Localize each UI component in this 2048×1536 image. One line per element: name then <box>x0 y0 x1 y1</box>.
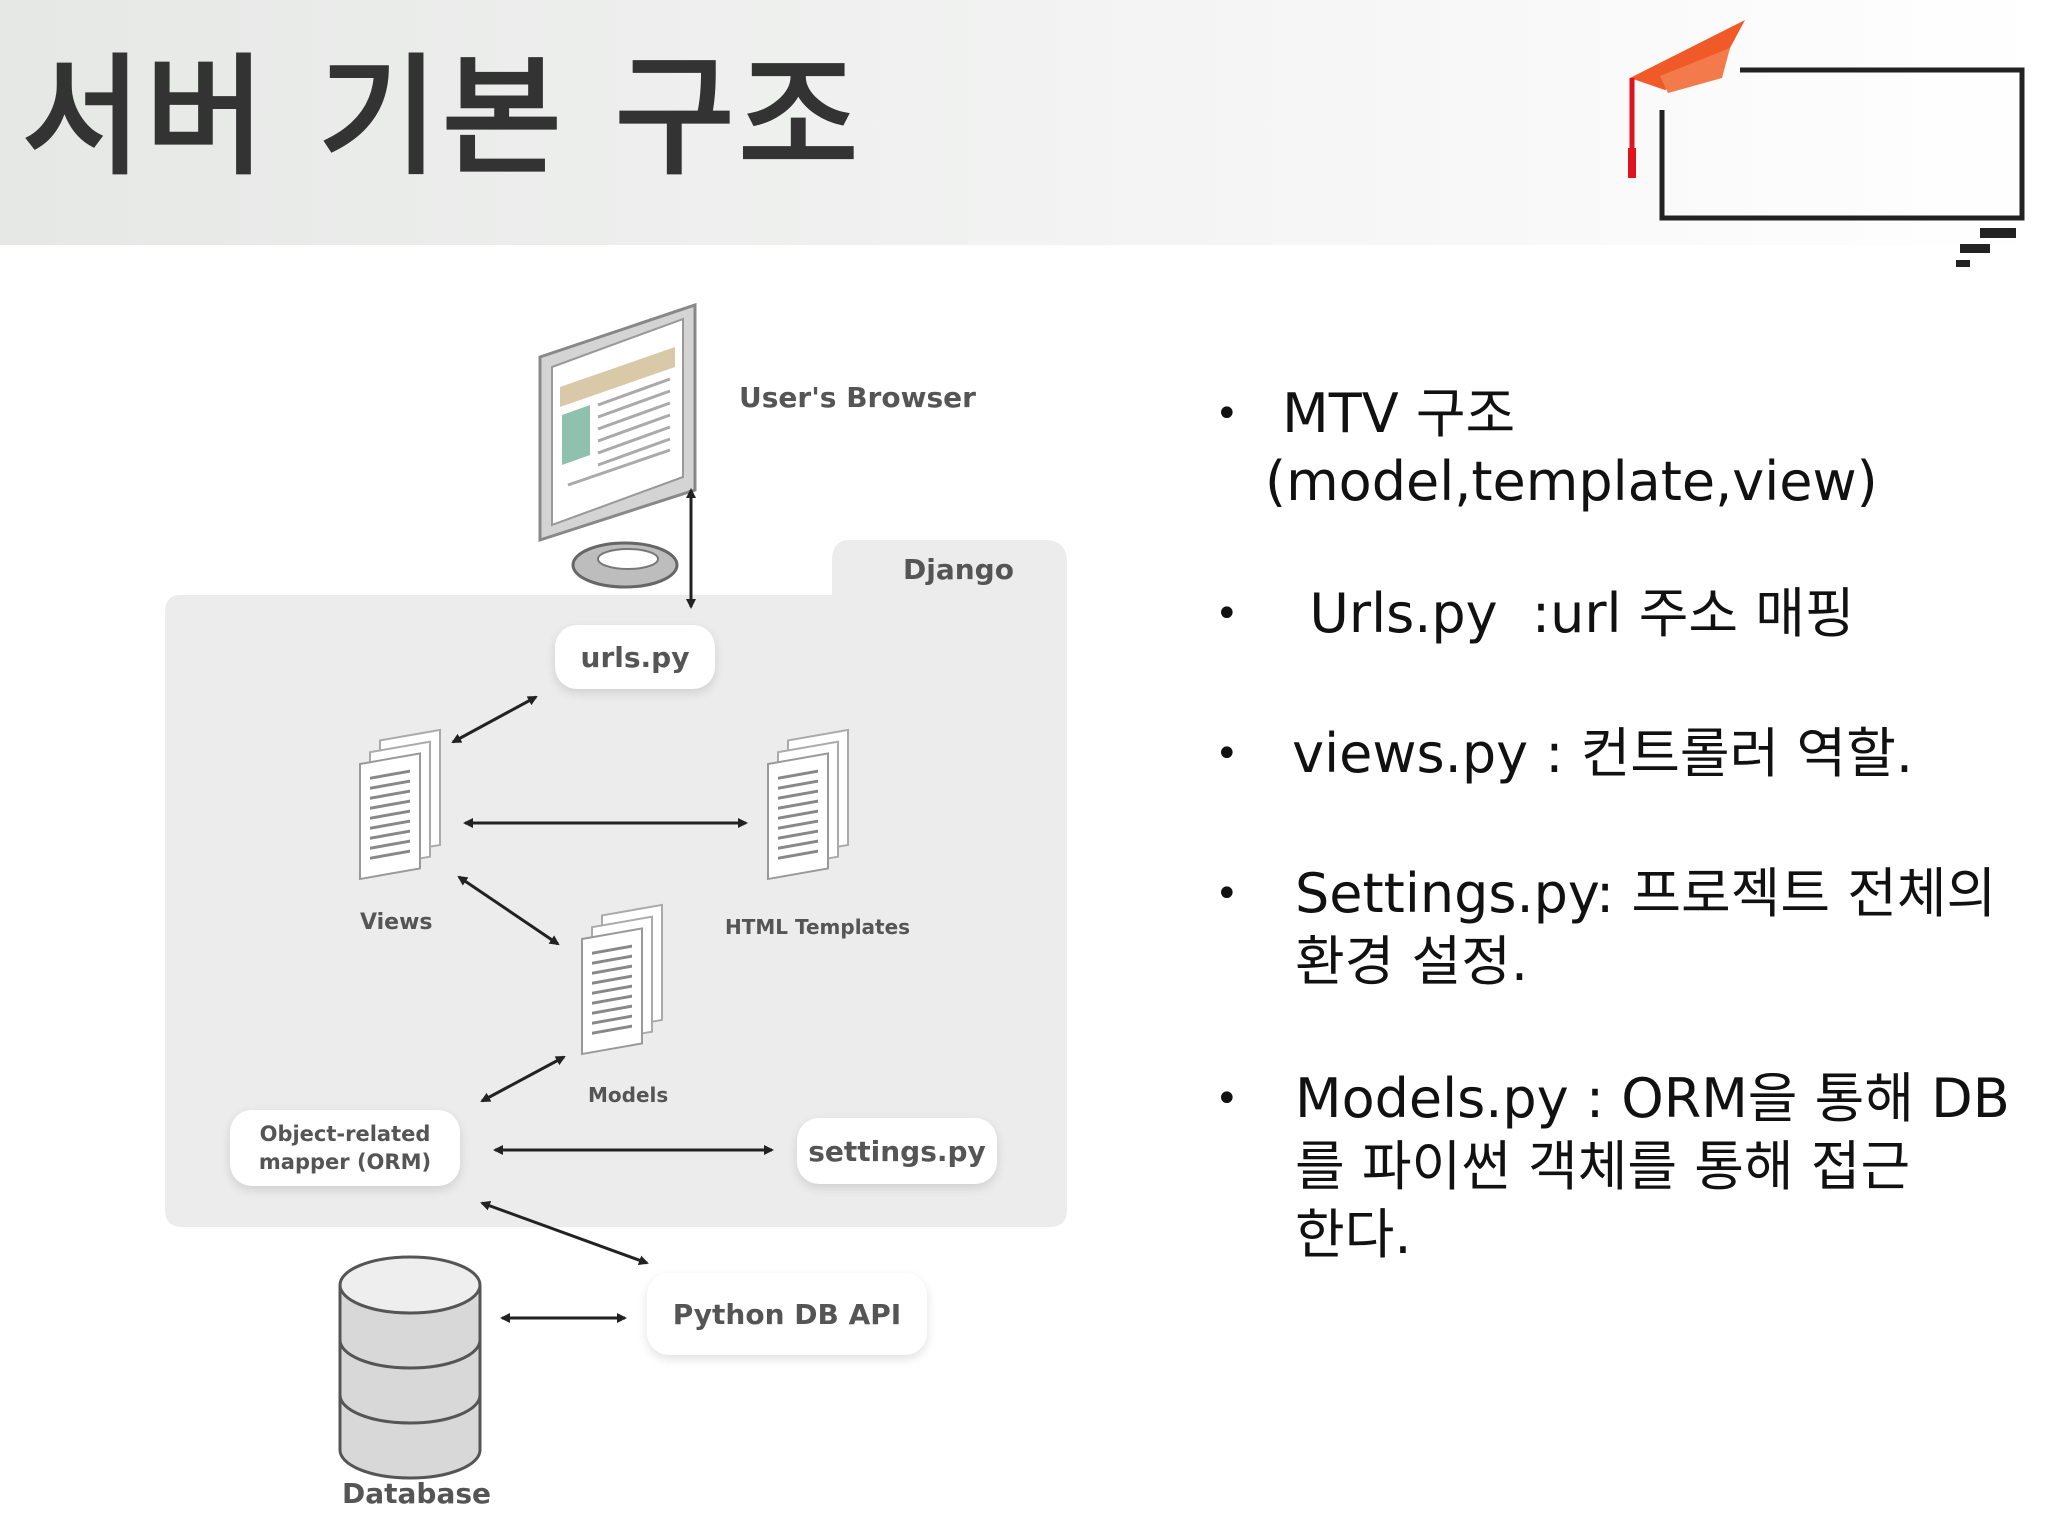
arrow-views-models <box>457 875 560 946</box>
templates-document-icon <box>767 728 849 881</box>
bullet-marker: • <box>1215 1076 1239 1122</box>
bullet-marker: • <box>1215 591 1239 637</box>
orm-label-line2: mapper (ORM) <box>258 1150 432 1174</box>
arrow-urls-views <box>451 695 538 744</box>
database-label: Database <box>342 1477 492 1510</box>
browser-label: User's Browser <box>739 381 976 414</box>
bullet-marker: • <box>1215 391 1239 437</box>
bullet-text: MTV 구조 (model,template,view) <box>1265 382 1878 513</box>
bullet-marker: • <box>1215 871 1239 917</box>
diagram-arrows <box>451 488 774 1323</box>
bullet-text: Settings.py: 프로젝트 전체의 환경 설정. <box>1295 862 1997 993</box>
views-label: Views <box>360 910 433 935</box>
database-cylinder-icon <box>338 1255 482 1480</box>
slide-title: 서버 기본 구조 <box>22 41 863 193</box>
settings-box: settings.py <box>797 1118 997 1184</box>
bullet-text: Models.py : ORM을 통해 DB 를 파이썬 객체를 통해 접근 한… <box>1295 1067 2010 1266</box>
django-architecture-diagram: User's Browser Django urls.py Views HTML… <box>150 295 1090 1535</box>
django-panel <box>165 540 1067 1227</box>
bullet-text: views.py : 컨트롤러 역할. <box>1275 722 1913 785</box>
diagram-graphics <box>165 302 1067 1480</box>
templates-label: HTML Templates <box>725 915 911 939</box>
django-label: Django <box>903 553 1014 586</box>
bullet-marker: • <box>1215 731 1239 777</box>
models-document-icon <box>581 903 663 1056</box>
arrow-orm-dbapi <box>480 1201 649 1265</box>
bullet-text: Urls.py :url 주소 매핑 <box>1275 582 1855 645</box>
views-document-icon <box>359 728 441 881</box>
browser-monitor-icon <box>538 302 697 589</box>
urls-box: urls.py <box>555 625 715 689</box>
arrow-models-orm <box>480 1055 566 1103</box>
orm-box: Object-related mapper (ORM) <box>230 1110 460 1186</box>
dbapi-box: Python DB API <box>647 1273 927 1355</box>
orm-label-line1: Object-related <box>259 1122 431 1146</box>
models-label: Models <box>588 1083 669 1107</box>
graduation-cap-logo <box>1628 20 2025 267</box>
